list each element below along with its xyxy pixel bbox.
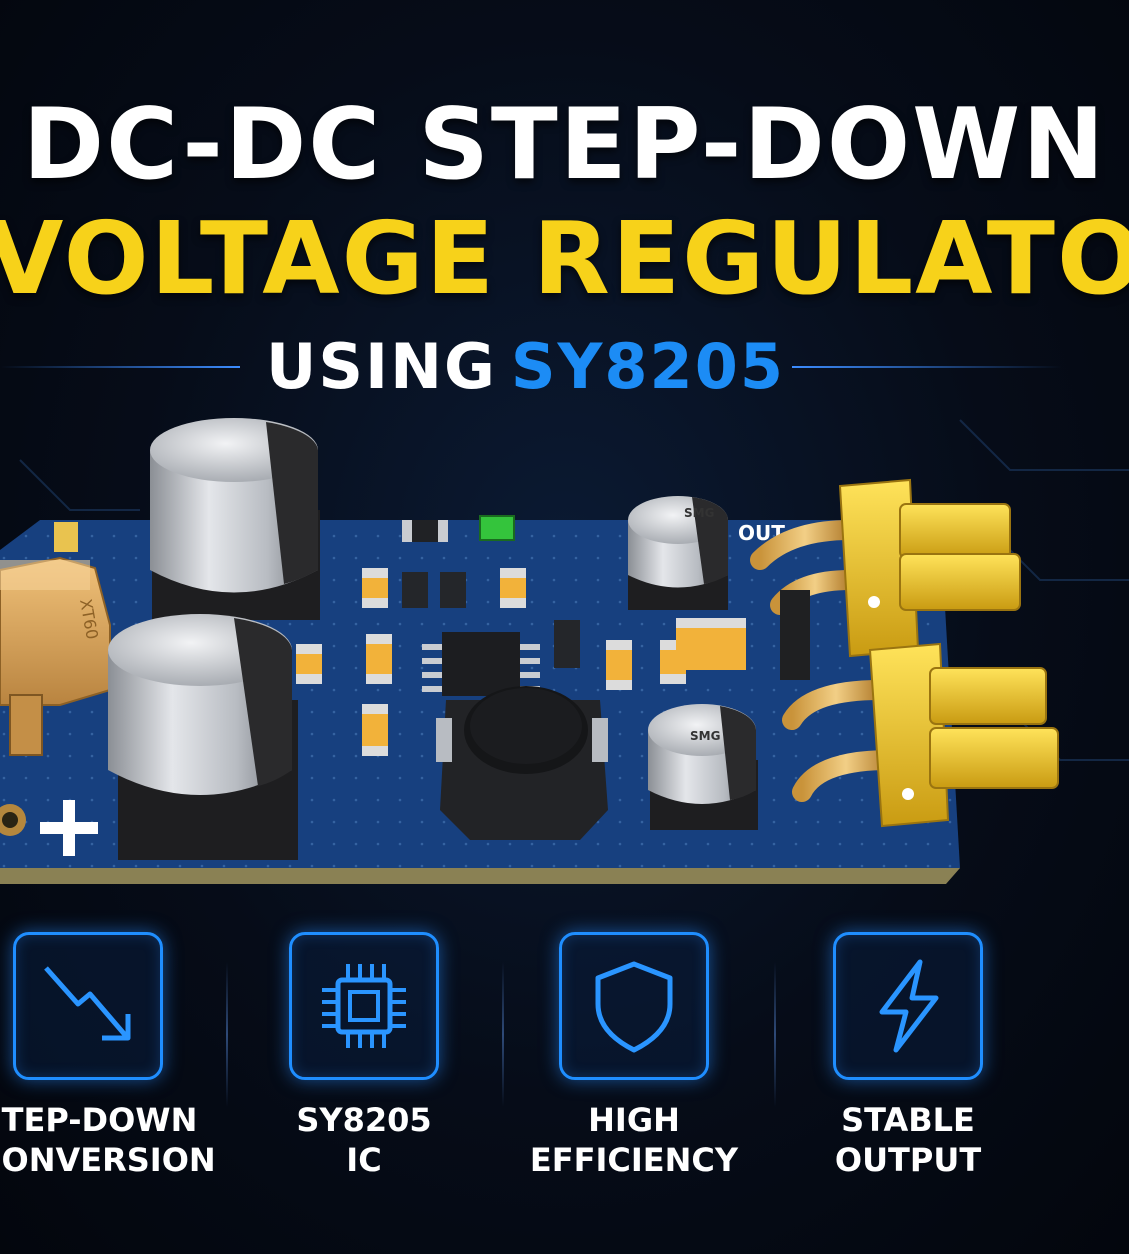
subtitle-using: USING <box>266 330 497 403</box>
feature-row: STEP-DOWN CONVERSION SY82 <box>0 932 1129 1232</box>
feature-icon-box <box>13 932 163 1080</box>
feature-divider <box>502 962 504 1107</box>
input-xt-connector: XT60 <box>0 556 111 756</box>
subtitle-divider-left <box>0 366 240 368</box>
feature-divider <box>226 962 228 1107</box>
step-down-arrow-icon <box>44 966 131 1041</box>
feature-chip: SY8205 IC <box>254 932 474 1180</box>
feature-label: STEP-DOWN CONVERSION <box>0 1101 216 1179</box>
feature-step-down: STEP-DOWN CONVERSION <box>0 932 216 1180</box>
feature-icon-box <box>289 932 439 1080</box>
input-capacitor-1 <box>150 418 320 620</box>
feature-icon-box <box>833 932 983 1080</box>
subtitle-chip-name: SY8205 <box>510 330 785 403</box>
feature-label: SY8205 IC <box>296 1101 432 1179</box>
output-connector-1 <box>750 478 1021 680</box>
output-capacitor-1: SMG <box>628 496 728 610</box>
pcb-board-illustration: XT60 <box>0 418 1129 884</box>
feature-stable-output: STABLE OUTPUT <box>798 932 1018 1180</box>
output-capacitor-2: SMG <box>648 704 758 830</box>
feature-divider <box>774 962 776 1107</box>
chip-icon <box>322 964 406 1048</box>
title-line-2: VOLTAGE REGULATOR <box>0 200 1129 317</box>
title-line-1: DC-DC STEP-DOWN <box>22 88 1107 202</box>
feature-label: STABLE OUTPUT <box>834 1101 982 1179</box>
svg-text:SMG: SMG <box>684 506 714 520</box>
sy8205-ic-and-inductor <box>422 632 608 840</box>
shield-icon <box>595 961 673 1053</box>
svg-text:SMG: SMG <box>690 729 720 743</box>
power-led <box>479 515 515 541</box>
feature-efficiency: HIGH EFFICIENCY <box>524 932 744 1180</box>
smd-components <box>296 515 746 756</box>
input-capacitor-2 <box>108 614 298 860</box>
lightning-bolt-icon <box>879 959 939 1053</box>
pcb-edge <box>0 868 960 884</box>
feature-label: HIGH EFFICIENCY <box>529 1101 739 1179</box>
plus-silkscreen <box>40 800 98 856</box>
feature-icon-box <box>559 932 709 1080</box>
subtitle-divider-right <box>792 366 1062 368</box>
output-connector-2 <box>782 642 1059 828</box>
